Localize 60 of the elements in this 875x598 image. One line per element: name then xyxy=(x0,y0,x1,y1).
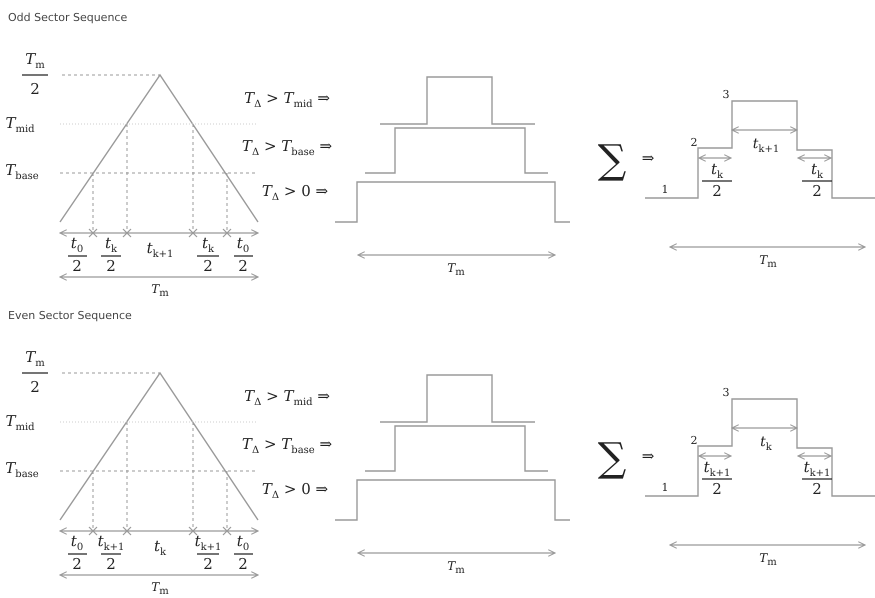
axis-label: T$_{m}$ xyxy=(25,349,45,369)
condition-text: T$_{Δ}$ > 0 ⇒ xyxy=(262,481,328,501)
duration-label: 2 xyxy=(812,480,822,498)
sum-symbol: ∑ xyxy=(598,436,626,480)
period-label: T$_{m}$ xyxy=(151,580,169,598)
duration-label: 2 xyxy=(712,480,722,498)
duration-label: 2 xyxy=(238,556,248,572)
level-number: 3 xyxy=(722,88,730,102)
period-label: T$_{m}$ xyxy=(447,262,465,278)
duration-label: t$_{k+1}$ xyxy=(804,459,830,479)
duration-label: 2 xyxy=(106,556,116,572)
duration-label: t$_{k+1}$ xyxy=(146,240,174,260)
condition-text: T$_{Δ}$ > T$_{base}$ ⇒ xyxy=(242,138,332,158)
duration-label: t$_{k+1}$ xyxy=(704,459,730,479)
sum-symbol: ∑ xyxy=(598,138,626,182)
implies-arrow: ⇒ xyxy=(642,448,654,464)
level-number: 2 xyxy=(690,434,698,448)
period-label: T$_{m}$ xyxy=(447,560,465,576)
level-number: 3 xyxy=(722,386,730,400)
duration-label: t$_{0}$ xyxy=(70,235,84,255)
axis-label: T$_{base}$ xyxy=(5,460,39,480)
duration-label: 2 xyxy=(238,258,248,274)
duration-label: 2 xyxy=(712,182,722,200)
implies-arrow: ⇒ xyxy=(642,150,654,166)
axis-label: T$_{base}$ xyxy=(5,162,39,182)
condition-text: T$_{Δ}$ > T$_{base}$ ⇒ xyxy=(242,436,332,456)
duration-label: t$_{k}$ xyxy=(104,235,118,255)
period-label: T$_{m}$ xyxy=(151,282,169,300)
axis-label: T$_{mid}$ xyxy=(5,115,35,135)
duration-label: t$_{0}$ xyxy=(70,533,84,553)
duration-label: t$_{0}$ xyxy=(236,533,250,553)
condition-text: T$_{Δ}$ > T$_{mid}$ ⇒ xyxy=(244,388,330,408)
duration-label: t$_{k}$ xyxy=(810,161,824,181)
period-label: T$_{m}$ xyxy=(759,552,777,568)
duration-label: 2 xyxy=(203,258,213,274)
duration-label: t$_{k}$ xyxy=(202,235,214,255)
duration-label: 2 xyxy=(812,182,822,200)
axis-label: 2 xyxy=(30,80,40,98)
axis-label: T$_{mid}$ xyxy=(5,413,35,433)
duration-label: t$_{k+1}$ xyxy=(752,137,780,155)
duration-label: 2 xyxy=(72,556,82,572)
duration-label: t$_{k}$ xyxy=(710,161,724,181)
duration-label: 2 xyxy=(203,556,213,572)
duration-label: t$_{k}$ xyxy=(760,435,772,453)
condition-text: T$_{Δ}$ > 0 ⇒ xyxy=(262,183,328,203)
duration-label: 2 xyxy=(106,258,116,274)
section-heading: Odd Sector Sequence xyxy=(8,12,128,24)
duration-label: t$_{k+1}$ xyxy=(194,533,222,553)
duration-label: t$_{k}$ xyxy=(154,538,166,558)
level-number: 1 xyxy=(662,184,668,196)
axis-label: T$_{m}$ xyxy=(25,51,45,71)
period-label: T$_{m}$ xyxy=(759,254,777,270)
duration-label: 2 xyxy=(72,258,82,274)
condition-text: T$_{Δ}$ > T$_{mid}$ ⇒ xyxy=(244,90,330,110)
duration-label: t$_{k+1}$ xyxy=(98,533,124,553)
level-number: 2 xyxy=(690,136,698,150)
level-number: 1 xyxy=(662,482,668,494)
axis-label: 2 xyxy=(30,378,40,396)
section-heading: Even Sector Sequence xyxy=(8,310,132,322)
duration-label: t$_{0}$ xyxy=(236,235,250,255)
